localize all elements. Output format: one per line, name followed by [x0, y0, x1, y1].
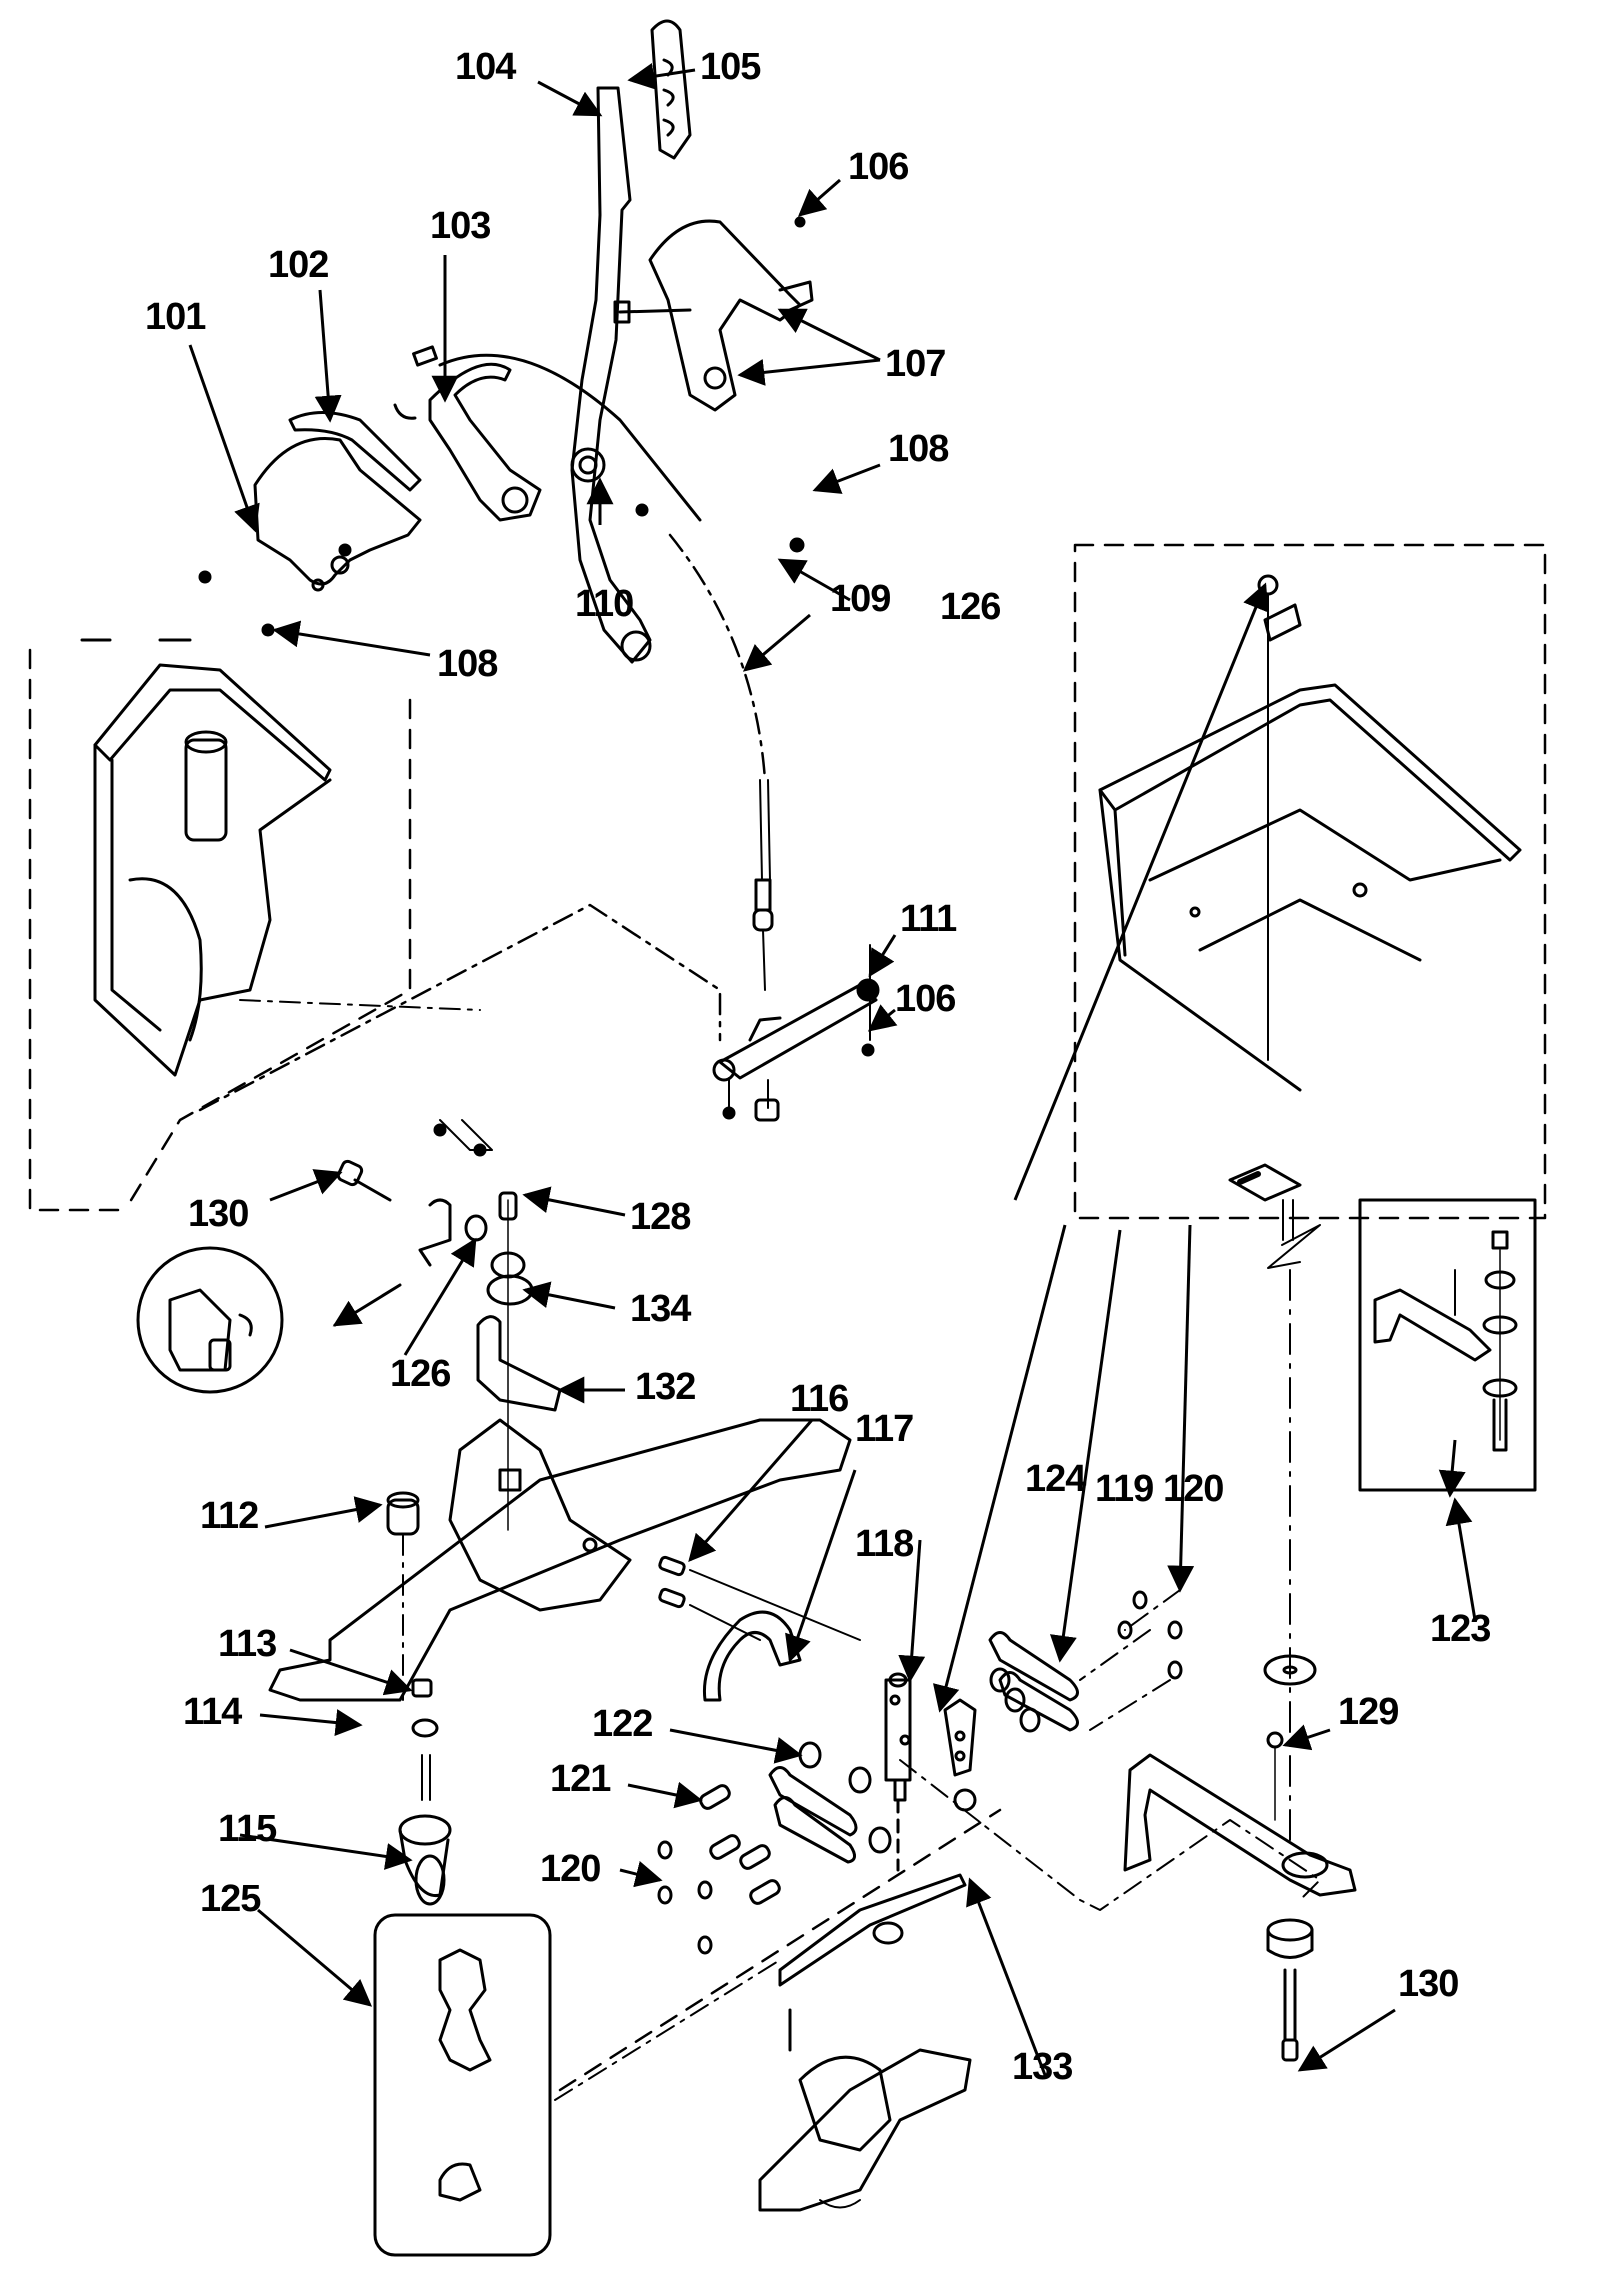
bracket-132-assembly [336, 1119, 562, 1531]
dashed-guide-133 [558, 1808, 1002, 2092]
grip-part [650, 19, 692, 160]
side-cover-part [253, 411, 422, 592]
callout-117: 117 [855, 1408, 914, 1450]
callout-126-upper: 126 [940, 586, 1001, 628]
callout-105: 105 [700, 46, 761, 88]
inset-123-part [1358, 1198, 1537, 1492]
callout-103: 103 [430, 205, 491, 247]
callout-115: 115 [218, 1808, 277, 1850]
callout-108-right: 108 [888, 428, 949, 470]
callout-102: 102 [268, 244, 329, 286]
callout-134: 134 [630, 1288, 691, 1330]
callout-129: 129 [1338, 1691, 1399, 1733]
callout-101: 101 [145, 296, 206, 338]
callout-108-left: 108 [437, 643, 498, 685]
bracket-assembly-part [613, 219, 814, 412]
curved-link-part [658, 1555, 861, 1702]
control-cable-part [668, 533, 774, 991]
callout-130-left: 130 [188, 1193, 249, 1235]
base-plate-part [268, 1418, 852, 1702]
callout-118: 118 [855, 1523, 914, 1565]
callout-106-lower: 106 [895, 978, 956, 1020]
callout-116: 116 [790, 1378, 849, 1420]
callout-130-right: 130 [1398, 1963, 1459, 2005]
link-plate-left [657, 1741, 892, 1955]
callout-122: 122 [592, 1703, 653, 1745]
callout-121: 121 [550, 1758, 611, 1800]
callout-109: 109 [830, 578, 891, 620]
callout-120-left: 120 [540, 1848, 601, 1890]
quadrant-arm-part [393, 345, 702, 522]
pivot-block-part [884, 1672, 912, 1872]
callout-120-right: 120 [1163, 1468, 1224, 1510]
detail-circle-part [136, 1246, 284, 1394]
left-housing-part [28, 638, 481, 1212]
shaft-break [1267, 1199, 1321, 1846]
callout-126-lower: 126 [390, 1353, 451, 1395]
callout-123: 123 [1430, 1608, 1491, 1650]
leader-lines [188, 62, 1477, 2076]
callout-114: 114 [183, 1691, 242, 1733]
caster-assembly-part [398, 1678, 452, 1906]
callout-111: 111 [900, 898, 957, 940]
callout-125: 125 [200, 1878, 261, 1920]
callout-132: 132 [635, 1366, 696, 1408]
pivot-bushing-part [386, 1491, 420, 1701]
frame-section-part [758, 1873, 972, 2212]
callout-110: 110 [575, 583, 634, 625]
callout-119: 119 [1095, 1468, 1154, 1510]
right-housing-part [1073, 543, 1547, 1220]
linkage-rod-part [712, 944, 880, 1122]
screws-part [198, 216, 806, 637]
callout-112: 112 [200, 1495, 259, 1537]
callout-133: 133 [1012, 2046, 1073, 2088]
lever-part [570, 86, 652, 664]
angle-bracket-part [943, 1698, 977, 1812]
detail-arrow [332, 1283, 402, 1327]
link-plate-right [988, 1589, 1183, 1733]
callout-124: 124 [1025, 1458, 1086, 1500]
callout-104: 104 [455, 46, 516, 88]
inset-125-part [373, 1913, 552, 2257]
callout-106-upper: 106 [848, 146, 909, 188]
arm-assembly-main [1123, 1654, 1357, 2062]
callout-107: 107 [885, 343, 946, 385]
callout-113: 113 [218, 1623, 277, 1665]
callout-128: 128 [630, 1196, 691, 1238]
